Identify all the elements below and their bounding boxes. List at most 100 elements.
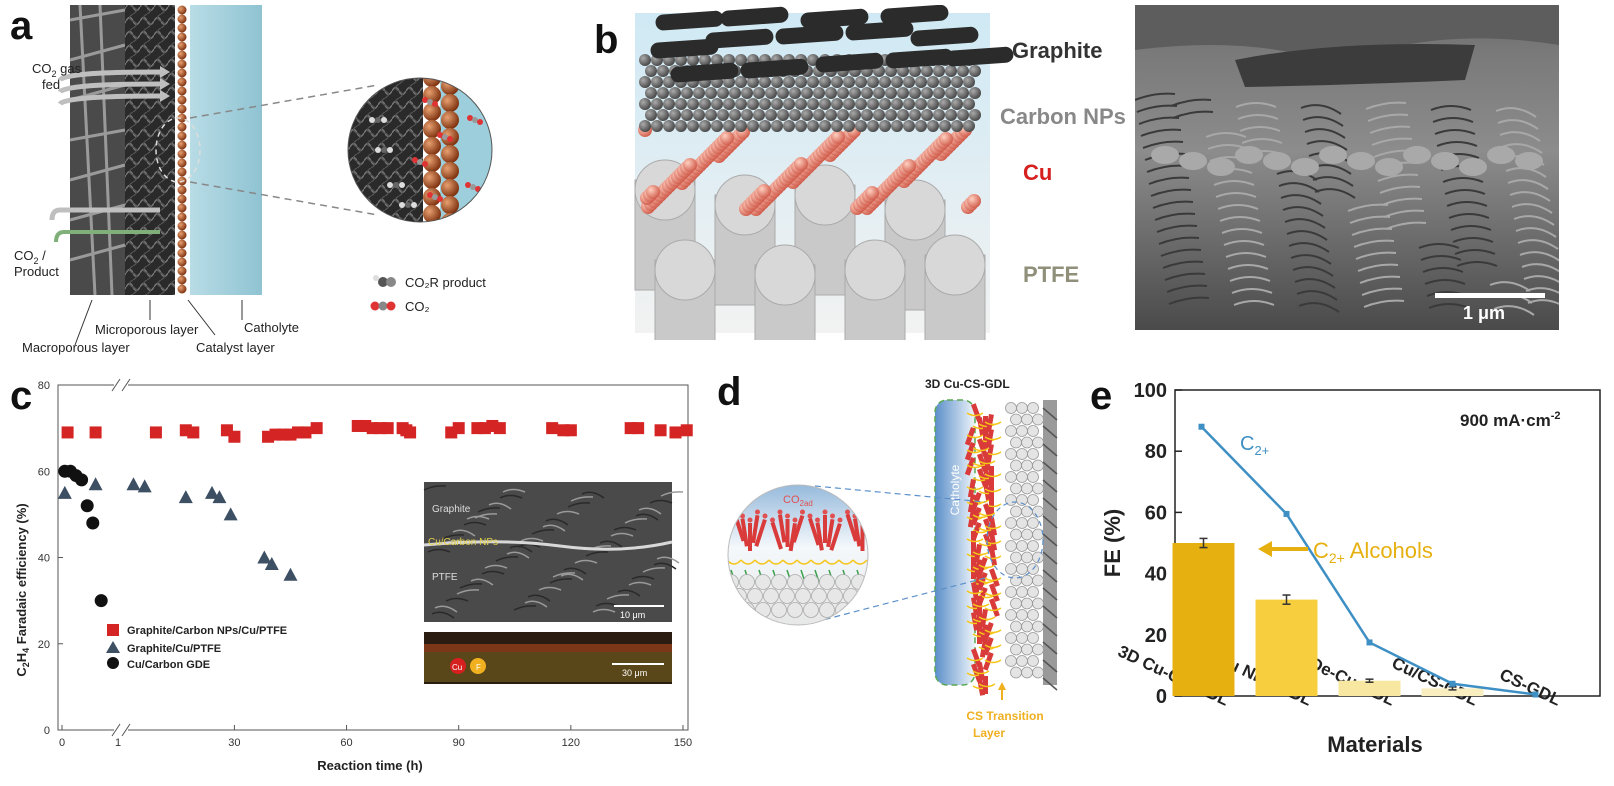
y-tick-label: 0 [44, 725, 50, 737]
data-point-series-2 [86, 516, 100, 530]
x-tick-label: 1 [115, 737, 121, 749]
c2-point-4 [1532, 691, 1539, 698]
data-point-series-0 [187, 426, 200, 439]
c2-point-2 [1366, 639, 1373, 646]
microporous-region [125, 5, 175, 295]
data-point-series-0 [546, 422, 559, 435]
x-axis-label: Materials [1327, 732, 1422, 757]
label-carbon-nps: Carbon NPs [1000, 104, 1126, 129]
svg-text:CO2 /: CO2 / [14, 248, 46, 266]
y-tick-label: 40 [38, 553, 50, 565]
y-tick-label: 40 [1145, 564, 1167, 586]
label-ptfe: PTFE [1023, 262, 1080, 287]
data-point-series-0 [493, 422, 506, 435]
cu-particles [638, 123, 981, 216]
legend-co2-icon [370, 301, 396, 311]
y-tick-label: 20 [38, 639, 50, 651]
data-point-series-1 [178, 490, 193, 504]
error-bar-0 [1199, 537, 1208, 549]
x-tick-label: 60 [340, 737, 352, 749]
data-point-series-1 [212, 490, 227, 504]
alcohol-label: C2+ Alcohols [1313, 538, 1433, 566]
catalyst-balls [177, 5, 187, 294]
data-point-series-2 [75, 473, 89, 487]
data-point-series-0 [452, 422, 465, 435]
y-tick-label: 100 [1134, 380, 1167, 402]
svg-text:10 μm: 10 μm [620, 610, 645, 620]
svg-text:Layer: Layer [973, 726, 1005, 740]
data-point-series-0 [669, 426, 682, 439]
svg-text:30 μm: 30 μm [622, 668, 647, 678]
svg-text:Microporous layer: Microporous layer [95, 322, 199, 337]
bar-3 [1421, 688, 1484, 696]
x-tick-label: 90 [453, 737, 465, 749]
data-point-series-1 [257, 550, 272, 564]
sem-inset: Graphite Cu/Carbon NPs PTFE 10 μm Cu F 3… [423, 482, 684, 684]
svg-text:CO₂R product: CO₂R product [405, 275, 486, 290]
current-density-label: 900 mA·cm-2 [1460, 410, 1561, 430]
svg-text:Product: Product [14, 264, 59, 279]
panel-a: a [0, 0, 545, 360]
y-axis-label: FE (%) [1100, 509, 1125, 577]
svg-text:Catalyst layer: Catalyst layer [196, 340, 275, 355]
data-point-series-0 [299, 426, 312, 439]
panel-b: b Graphite Carbon NPs Cu PTFE [594, 0, 1614, 340]
svg-text:Catholyte: Catholyte [948, 464, 962, 515]
layer-schematic [634, 5, 1014, 340]
x-axis-label: Reaction time (h) [317, 758, 422, 773]
magnified-view [348, 78, 492, 222]
data-point-series-1 [223, 507, 238, 521]
svg-text:Cu/Carbon NPs: Cu/Carbon NPs [428, 537, 498, 548]
data-point-series-0 [61, 426, 74, 439]
catholyte-region [190, 5, 262, 295]
svg-text:CO₂: CO₂ [405, 299, 430, 314]
data-point-series-1 [57, 485, 72, 499]
error-bar-1 [1282, 594, 1291, 605]
x-tick-label: 30 [228, 737, 240, 749]
gdl-fibers [1042, 400, 1058, 691]
svg-text:fed: fed [42, 77, 60, 92]
svg-text:CO2 gas: CO2 gas [32, 61, 82, 79]
x-tick-label: 150 [674, 737, 692, 749]
panel-d: d 3D Cu-CS-GDL Catholyte CO2ad [705, 360, 1080, 786]
gas-arrows [49, 66, 170, 221]
legend: Graphite/Carbon NPs/Cu/PTFE Graphite/Cu/… [106, 624, 287, 671]
gde-schematic: CO2 gas fed CO2 / Product Microporous la… [14, 4, 493, 355]
y-tick-label: 60 [1145, 502, 1167, 524]
bar-1 [1255, 599, 1318, 696]
data-point-series-1 [137, 479, 152, 493]
data-point-series-0 [654, 424, 667, 437]
data-point-series-2 [80, 499, 94, 513]
graphite-flakes [650, 5, 1014, 83]
legend-product-icon [373, 275, 396, 287]
macroporous-fibers [69, 4, 126, 296]
y-tick-label: 20 [1145, 625, 1167, 647]
data-point-series-0 [228, 430, 241, 443]
data-point-series-0 [632, 422, 645, 435]
panel-b-letter: b [594, 18, 619, 62]
y-tick-label: 60 [38, 466, 50, 478]
panel-d-letter: d [717, 370, 742, 414]
data-point-series-1 [204, 485, 219, 499]
sem-scale-label: 1 μm [1463, 303, 1506, 323]
svg-text:Macroporous layer: Macroporous layer [22, 340, 130, 355]
data-point-series-0 [381, 422, 394, 435]
x-tick-label: 0 [59, 737, 65, 749]
c2-line-label: C2+ [1240, 433, 1269, 458]
error-bar-2 [1365, 678, 1374, 683]
label-cu: Cu [1023, 160, 1053, 185]
svg-text:Catholyte: Catholyte [244, 320, 299, 335]
label-graphite: Graphite [1012, 38, 1103, 63]
data-point-series-0 [89, 426, 102, 439]
data-point-series-0 [404, 426, 417, 439]
panel-c-letter: c [10, 374, 33, 418]
bar-0 [1172, 543, 1235, 696]
data-point-series-0 [149, 426, 162, 439]
svg-text:3D Cu-CS-GDL: 3D Cu-CS-GDL [925, 377, 1010, 391]
data-point-series-1 [264, 556, 279, 570]
svg-text:Graphite/Cu/PTFE: Graphite/Cu/PTFE [127, 643, 221, 655]
electrode-schematic: 3D Cu-CS-GDL Catholyte CO2ad CS Transiti… [727, 377, 1058, 740]
svg-text:Cu/Carbon GDE: Cu/Carbon GDE [127, 659, 210, 671]
